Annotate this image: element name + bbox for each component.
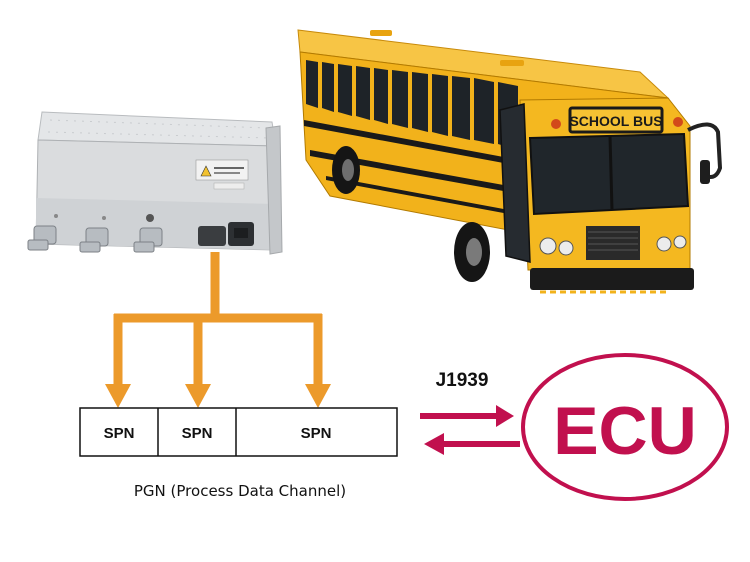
pgn-frame: SPN SPN SPN [79, 407, 398, 457]
bidirectional-arrows-icon [420, 405, 520, 455]
ecu-node: ECU [521, 353, 729, 501]
signal-arrowheads [105, 384, 331, 408]
signal-tree-arrows [113, 252, 323, 388]
protocol-label: J1939 [436, 370, 489, 391]
spn-cell-2: SPN [182, 425, 213, 442]
pgn-label: PGN (Process Data Channel) [134, 482, 346, 500]
ecu-label: ECU [553, 393, 697, 469]
controller-device-icon [27, 111, 283, 255]
school-bus-icon: SCHOOL BUS [297, 29, 723, 294]
spn-cell-1: SPN [104, 425, 135, 442]
spn-cell-3: SPN [301, 425, 332, 442]
school-bus-sign: SCHOOL BUS [569, 113, 662, 129]
